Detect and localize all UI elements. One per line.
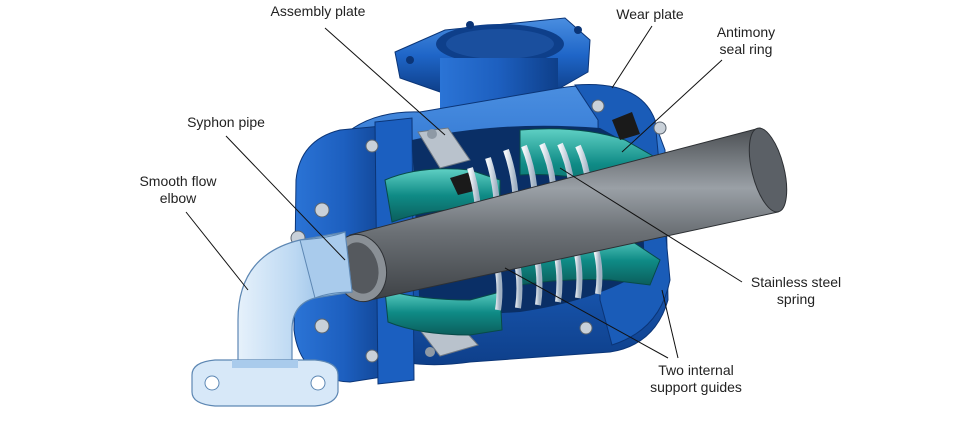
label-support-guides: Two internal support guides — [650, 362, 742, 395]
leader-smooth-flow-elbow — [185, 211, 249, 291]
label-stainless-steel-spring: Stainless steel spring — [750, 274, 842, 307]
label-syphon-pipe: Syphon pipe — [187, 114, 265, 130]
leader-stainless-steel-spring — [559, 167, 743, 283]
smooth-flow-elbow-part — [191, 231, 353, 407]
leader-antimony-seal-ring — [621, 59, 723, 153]
label-antimony-seal-ring: Antimony seal ring — [716, 24, 776, 57]
leader-assembly-plate — [324, 27, 446, 136]
label-smooth-flow-elbow: Smooth flow elbow — [139, 173, 217, 206]
leader-syphon-pipe — [225, 135, 346, 261]
label-wear-plate: Wear plate — [616, 6, 684, 22]
leader-wear-plate — [611, 25, 653, 89]
leader-lines — [185, 25, 743, 359]
leader-support-guide-2 — [661, 289, 679, 359]
leader-support-guide-1 — [504, 267, 669, 359]
label-assembly-plate: Assembly plate — [270, 3, 366, 19]
